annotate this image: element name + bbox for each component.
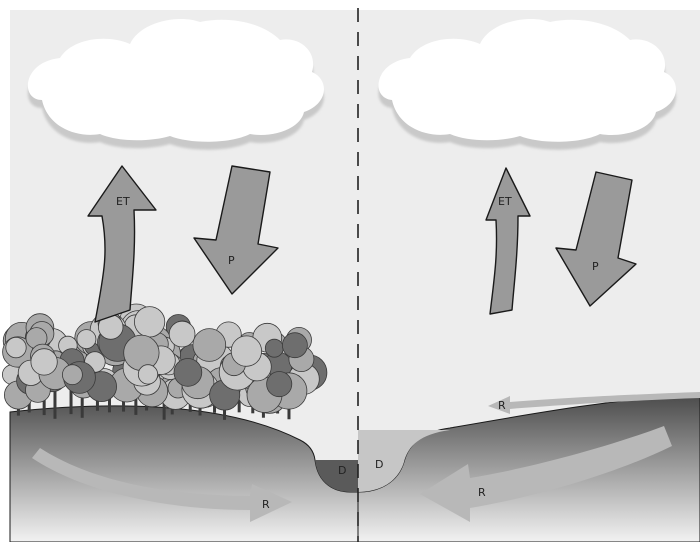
tree-foliage [265, 339, 283, 357]
label-r-right-upper: R [498, 399, 506, 412]
tree-foliage [174, 359, 202, 387]
label-r-left: R [262, 498, 270, 511]
label-d-right: D [375, 458, 383, 471]
label-p-left: P [228, 254, 235, 267]
tree-foliage [77, 330, 96, 349]
tree-foliage [193, 329, 226, 362]
label-d-left: D [338, 464, 346, 477]
tree-foliage [62, 365, 82, 385]
tree-foliage [282, 333, 307, 358]
tree-foliage [267, 372, 292, 397]
tree-foliage [31, 349, 57, 375]
tree-foliage [124, 335, 159, 370]
label-et-left: ET [116, 195, 130, 208]
tree-foliage [231, 336, 261, 366]
label-et-right: ET [498, 195, 512, 208]
label-r-right-lower: R [478, 486, 486, 499]
tree-foliage [6, 337, 26, 357]
tree-foliage [138, 365, 157, 384]
tree-foliage [169, 321, 195, 347]
tree-foliage [134, 307, 164, 337]
label-p-right: P [592, 260, 599, 273]
